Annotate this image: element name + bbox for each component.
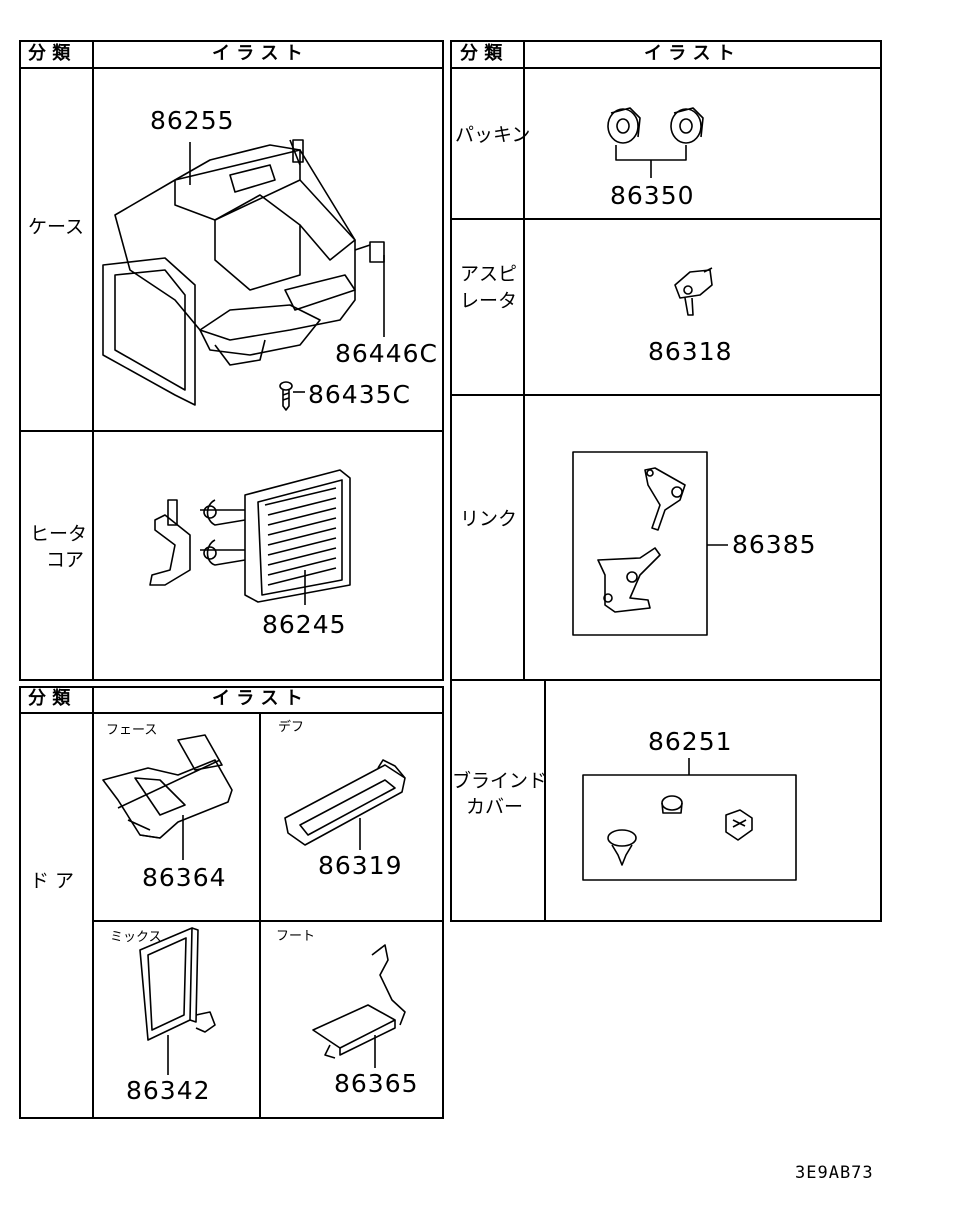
header-category-right: 分 類 <box>460 43 503 64</box>
category-heater-core-line1: ヒータ <box>30 523 88 545</box>
header-illustration-door: イ ラ ス ト <box>212 688 303 709</box>
blind-cover-drawing <box>582 758 797 881</box>
part-number-86446c: 86446C <box>335 339 438 368</box>
part-number-86319: 86319 <box>318 851 403 880</box>
header-category-door: 分 類 <box>28 688 71 709</box>
part-number-86255: 86255 <box>150 106 235 135</box>
part-number-86251: 86251 <box>648 727 733 756</box>
part-number-86342: 86342 <box>126 1076 211 1105</box>
figure-code: 3E9AB73 <box>795 1163 874 1183</box>
face-door-drawing <box>102 734 233 839</box>
part-number-86365: 86365 <box>334 1069 419 1098</box>
category-aspirator-line2: レータ <box>460 290 518 312</box>
category-packing: パッキン <box>455 124 531 146</box>
foot-door-drawing <box>312 944 406 1068</box>
heater-case-drawing <box>102 139 385 406</box>
link-drawing <box>572 451 728 636</box>
heater-core-drawing <box>149 469 351 603</box>
category-heater-core-line2: コア <box>46 549 85 571</box>
left-table-frame <box>19 40 444 681</box>
category-blind-cover-line2: カバー <box>466 796 524 818</box>
header-category-left: 分 類 <box>28 43 71 64</box>
header-illustration-left: イ ラ ス ト <box>212 43 303 64</box>
door-label-mix: ミックス <box>110 930 162 945</box>
def-door-drawing <box>284 759 406 850</box>
category-link: リンク <box>460 508 518 530</box>
right-table-frame <box>450 40 882 922</box>
category-door: ド ア <box>30 870 75 892</box>
part-number-86435c: 86435C <box>308 380 411 409</box>
header-illustration-right: イ ラ ス ト <box>644 43 735 64</box>
part-number-86245: 86245 <box>262 610 347 639</box>
part-number-86364: 86364 <box>142 863 227 892</box>
screw-86435c-drawing <box>279 381 293 411</box>
category-case: ケース <box>28 216 85 238</box>
door-label-def: デフ <box>278 720 305 735</box>
part-number-86318: 86318 <box>648 337 733 366</box>
door-label-face: フェース <box>106 723 158 738</box>
packing-drawing <box>607 107 704 178</box>
door-table-frame <box>19 686 444 1119</box>
aspirator-drawing <box>674 267 713 316</box>
part-number-86385: 86385 <box>732 530 817 559</box>
category-aspirator-line1: アスピ <box>460 263 518 285</box>
part-number-86350: 86350 <box>610 181 695 210</box>
mix-door-drawing <box>139 927 216 1075</box>
category-blind-cover-line1: ブラインド <box>452 770 548 792</box>
door-label-foot: フート <box>276 929 316 944</box>
